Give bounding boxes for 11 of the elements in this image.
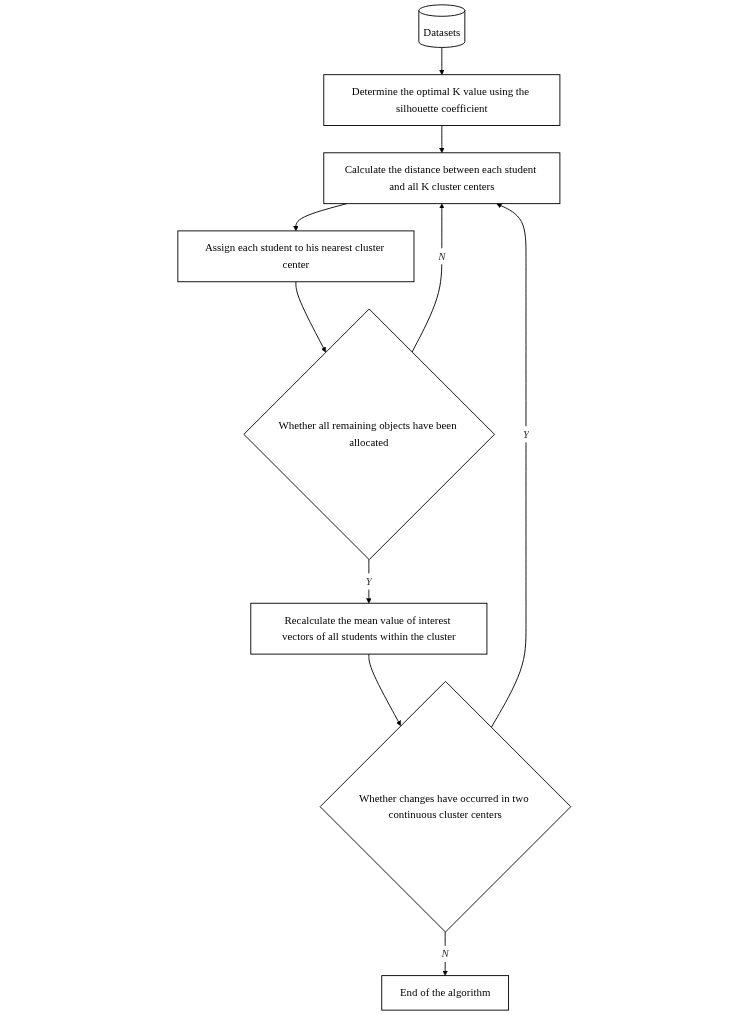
- edge-label: N: [438, 249, 446, 263]
- node-box: Calculate the distance between each student and all K cluster centers: [323, 152, 561, 205]
- node-diamond: Whether all remaining objects have been allocated: [243, 308, 496, 561]
- node-box: End of the algorithm: [381, 975, 510, 1011]
- edge-label: Y: [523, 427, 530, 441]
- edge-label: Y: [366, 575, 373, 588]
- node-box: Recalculate the mean value of interest vectors of all students within the cluster: [250, 602, 488, 655]
- node-box: Assign each student to his nearest cluster center: [177, 230, 415, 283]
- node-diamond: Whether changes have occurred in two continuous cluster centers: [319, 680, 572, 933]
- node-box: Determine the optimal K value using the silhouette coefficient: [323, 74, 561, 126]
- edge-label: N: [441, 947, 449, 960]
